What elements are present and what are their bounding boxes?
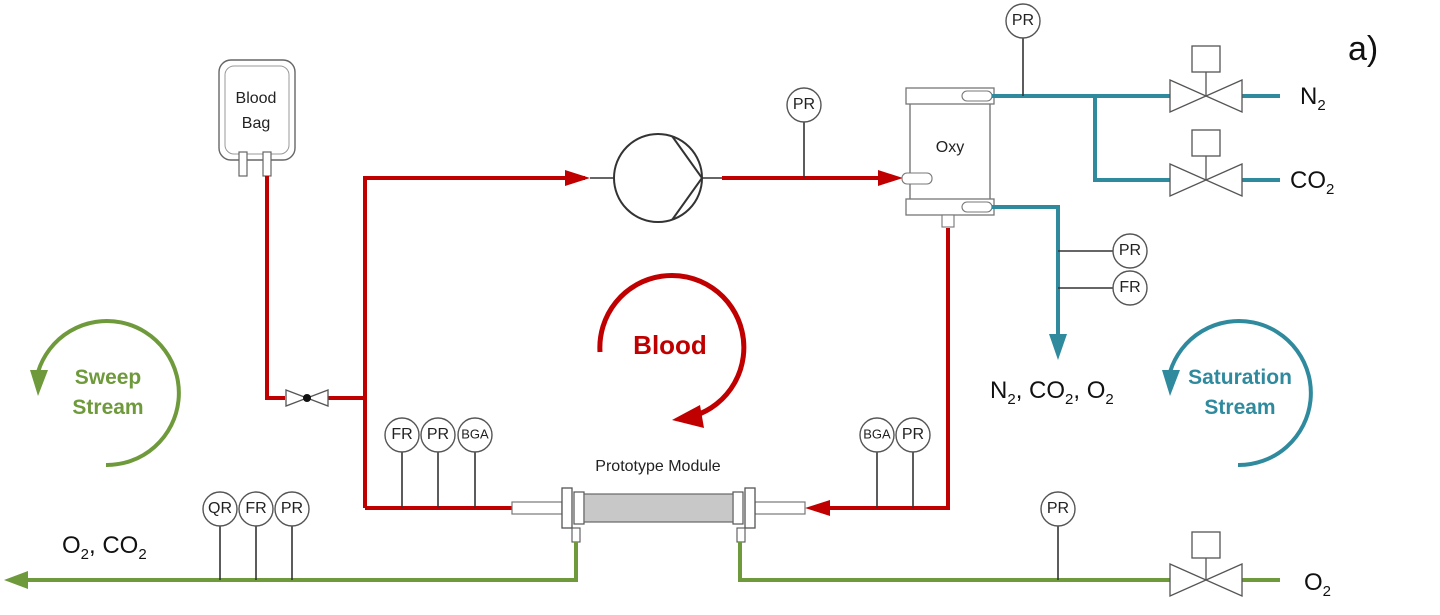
blood-bag: Blood Bag bbox=[218, 59, 296, 177]
blood-loop-label: Blood bbox=[633, 330, 707, 360]
instrument-pr-sweep: PR bbox=[274, 491, 310, 580]
sweep-stream bbox=[4, 542, 1280, 589]
svg-text:PR: PR bbox=[281, 500, 303, 517]
svg-text:FR: FR bbox=[1119, 279, 1140, 296]
sweep-outlet-label: O2, CO2 bbox=[62, 532, 147, 563]
svg-text:QR: QR bbox=[208, 500, 232, 517]
svg-text:PR: PR bbox=[1047, 500, 1069, 517]
instrument-bga-blood-inlet: BGA bbox=[457, 417, 493, 508]
svg-text:PR: PR bbox=[427, 426, 449, 443]
co2-control-valve-icon bbox=[1169, 129, 1243, 198]
instrument-qr-sweep: QR bbox=[202, 491, 238, 580]
instrument-pr-exhaust: PR bbox=[1058, 233, 1148, 269]
o2-control-valve-icon bbox=[1169, 531, 1243, 598]
blood-loop-indicator: Blood bbox=[597, 272, 747, 428]
svg-text:PR: PR bbox=[1119, 242, 1141, 259]
instrument-fr-exhaust: FR bbox=[1058, 270, 1148, 306]
sweep-loop-label-line1: Sweep bbox=[75, 366, 142, 389]
instrument-bga-blood-outlet: BGA bbox=[859, 417, 895, 508]
instrument-pr-pump-outlet: PR bbox=[786, 87, 822, 178]
instrument-fr-sweep: FR bbox=[238, 491, 274, 580]
saturation-loop-label-line1: Saturation bbox=[1188, 366, 1292, 389]
oxygenator: Oxy bbox=[901, 87, 995, 228]
instrument-pr-n2-line: PR bbox=[1005, 3, 1041, 96]
saturation-loop-indicator: Saturation Stream bbox=[1162, 319, 1313, 468]
n2-control-valve-icon bbox=[1169, 45, 1243, 114]
exhaust-gas-label: N2, CO2, O2 bbox=[990, 377, 1114, 408]
blood-valve-icon bbox=[285, 389, 329, 407]
svg-text:BGA: BGA bbox=[461, 426, 489, 441]
saturation-stream bbox=[992, 94, 1280, 360]
n2-inlet-label: N2 bbox=[1300, 83, 1326, 114]
svg-text:PR: PR bbox=[793, 96, 815, 113]
blood-bag-label-line2: Bag bbox=[242, 115, 270, 132]
oxygenator-label: Oxy bbox=[936, 139, 964, 156]
sweep-loop-indicator: Sweep Stream bbox=[30, 319, 181, 468]
o2-inlet-label: O2 bbox=[1304, 569, 1331, 600]
saturation-loop-label-line2: Stream bbox=[1204, 396, 1275, 419]
prototype-module: Prototype Module bbox=[511, 458, 806, 543]
sweep-loop-label-line2: Stream bbox=[72, 396, 143, 419]
instrument-pr-blood-outlet: PR bbox=[895, 417, 931, 508]
svg-text:FR: FR bbox=[391, 426, 412, 443]
panel-label: a) bbox=[1348, 30, 1378, 68]
pump-icon bbox=[590, 133, 722, 223]
instrument-pr-o2-inlet: PR bbox=[1040, 491, 1076, 580]
co2-inlet-label: CO2 bbox=[1290, 167, 1334, 198]
prototype-module-label: Prototype Module bbox=[595, 458, 721, 475]
svg-text:PR: PR bbox=[902, 426, 924, 443]
blood-bag-label-line1: Blood bbox=[236, 90, 277, 107]
svg-text:PR: PR bbox=[1012, 12, 1034, 29]
instrument-pr-blood-inlet: PR bbox=[420, 417, 456, 508]
svg-text:FR: FR bbox=[245, 500, 266, 517]
svg-text:BGA: BGA bbox=[863, 426, 891, 441]
instrument-fr-blood-inlet: FR bbox=[384, 417, 420, 508]
